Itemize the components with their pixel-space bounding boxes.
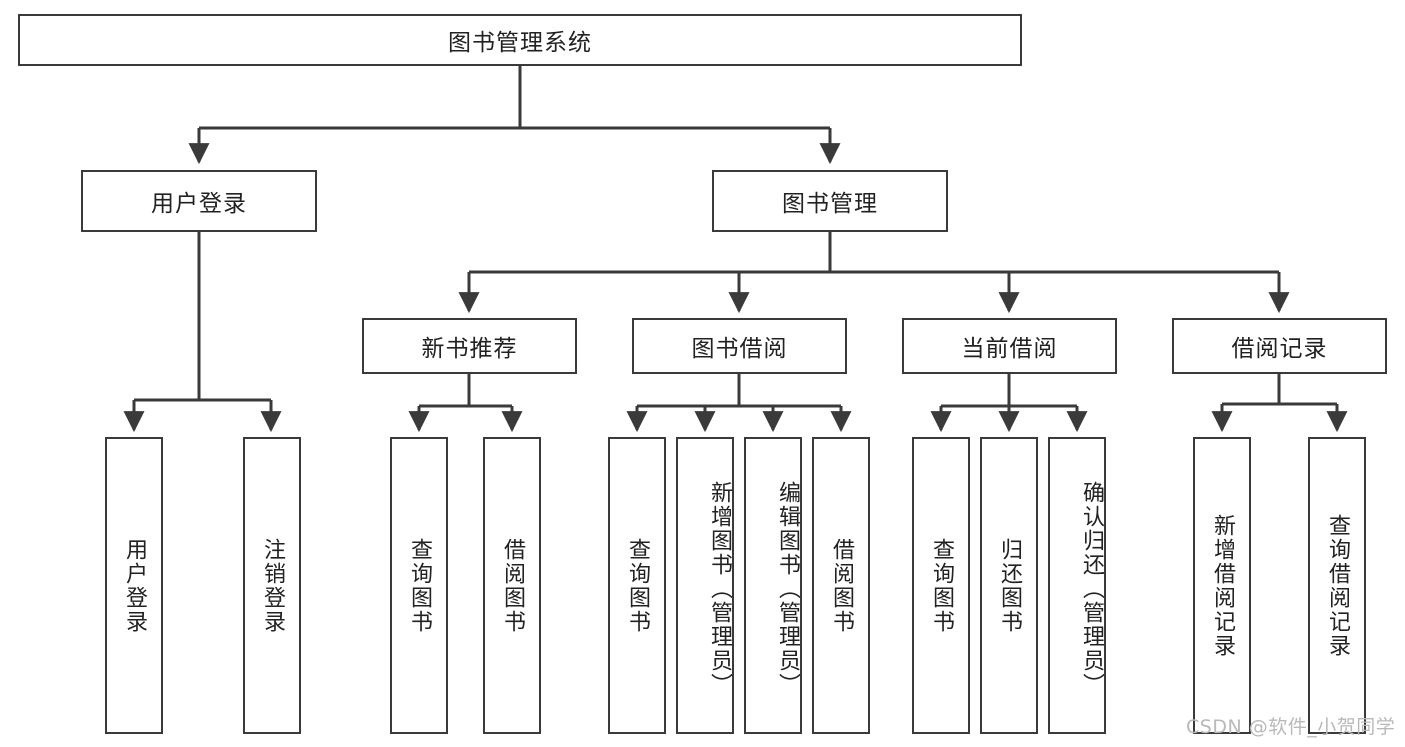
node-borrow-records-label: 借阅记录 (1231, 336, 1328, 362)
node-current-borrow[interactable]: 当前借阅 (902, 318, 1117, 374)
node-book-borrow[interactable]: 图书借阅 (632, 318, 847, 374)
node-book-management-label: 图书管理 (782, 191, 878, 217)
leaf-edit-book-admin[interactable]: 编辑图书（管理员） (744, 437, 802, 734)
leaf-query-books-recommend[interactable]: 查询图书 (390, 437, 448, 734)
leaf-add-book-admin[interactable]: 新增图书（管理员） (676, 437, 734, 734)
node-user-login-label: 用户登录 (151, 191, 247, 217)
node-new-book-recommend-label: 新书推荐 (421, 336, 518, 362)
leaf-add-borrow-record[interactable]: 新增借阅记录 (1193, 437, 1251, 734)
leaf-query-books-borrow-label: 查询图书 (624, 537, 650, 634)
node-new-book-recommend[interactable]: 新书推荐 (362, 318, 577, 374)
leaf-logout[interactable]: 注销登录 (243, 437, 301, 734)
leaf-borrow-books-recommend-label: 借阅图书 (499, 537, 525, 634)
leaf-query-borrow-record[interactable]: 查询借阅记录 (1308, 437, 1366, 734)
node-root-label: 图书管理系统 (448, 30, 592, 56)
leaf-logout-label: 注销登录 (259, 537, 285, 634)
node-root[interactable]: 图书管理系统 (18, 14, 1022, 66)
leaf-user-login[interactable]: 用户登录 (105, 437, 163, 734)
leaf-return-books[interactable]: 归还图书 (980, 437, 1038, 734)
leaf-user-login-label: 用户登录 (121, 537, 147, 634)
leaf-confirm-return-admin-label: 确认归还（管理员） (1079, 480, 1104, 697)
leaf-borrow-books-label: 借阅图书 (828, 537, 854, 634)
leaf-query-books-recommend-label: 查询图书 (406, 537, 432, 634)
csdn-watermark: CSDN @软件_小贺同学 (1186, 716, 1396, 738)
leaf-borrow-books-recommend[interactable]: 借阅图书 (483, 437, 541, 734)
node-borrow-records[interactable]: 借阅记录 (1172, 318, 1387, 374)
node-user-login[interactable]: 用户登录 (81, 170, 317, 232)
node-book-borrow-label: 图书借阅 (691, 336, 788, 362)
leaf-borrow-books[interactable]: 借阅图书 (812, 437, 870, 734)
leaf-query-books-borrow[interactable]: 查询图书 (608, 437, 666, 734)
leaf-query-books-current-label: 查询图书 (928, 537, 954, 634)
leaf-query-books-current[interactable]: 查询图书 (912, 437, 970, 734)
node-book-management[interactable]: 图书管理 (712, 170, 948, 232)
leaf-return-books-label: 归还图书 (996, 537, 1022, 634)
leaf-query-borrow-record-label: 查询借阅记录 (1324, 513, 1350, 658)
node-current-borrow-label: 当前借阅 (961, 336, 1058, 362)
leaf-confirm-return-admin[interactable]: 确认归还（管理员） (1048, 437, 1106, 734)
leaf-add-book-admin-label: 新增图书（管理员） (707, 480, 732, 697)
leaf-add-borrow-record-label: 新增借阅记录 (1209, 513, 1235, 658)
leaf-edit-book-admin-label: 编辑图书（管理员） (775, 480, 800, 697)
